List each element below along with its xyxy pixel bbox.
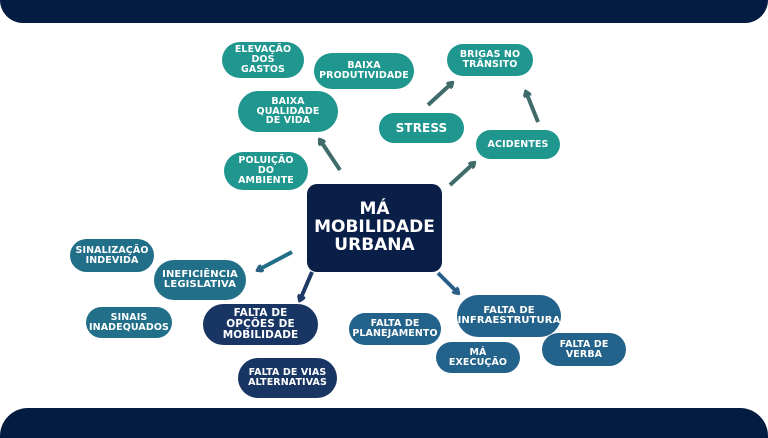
node-falta-verba: FALTA DE VERBA: [542, 333, 626, 366]
node-stress: STRESS: [379, 113, 464, 143]
node-ma-execucao: MÁ EXECUÇÃO: [436, 342, 520, 373]
node-falta-vias-alternativas: FALTA DE VIAS ALTERNATIVAS: [238, 358, 337, 398]
node-ineficiencia-legislativa: INEFICIÊNCIA LEGISLATIVA: [154, 260, 246, 300]
node-baixa-produtividade: BAIXA PRODUTIVIDADE: [314, 53, 414, 89]
node-falta-infraestrutura: FALTA DE INFRAESTRUTURA: [457, 295, 561, 337]
node-sinais-inadequados: SINAIS INADEQUADOS: [86, 307, 172, 338]
arrow-to-infraestrutura: [436, 271, 458, 293]
node-sinalizacao-indevida: SINALIZAÇÃO INDEVIDA: [70, 239, 154, 272]
arrow-to-falta-opcoes: [300, 271, 314, 300]
node-acidentes: ACIDENTES: [476, 130, 560, 159]
node-falta-opcoes-mobilidade: FALTA DE OPÇÕES DE MOBILIDADE: [203, 304, 318, 345]
node-brigas-transito: BRIGAS NO TRÂNSITO: [447, 44, 533, 76]
arrow-to-acidentes: [448, 163, 474, 187]
arrow-to-brigas: [426, 83, 452, 107]
header-bar: [0, 0, 768, 23]
central-topic: MÁ MOBILIDADE URBANA: [307, 184, 442, 272]
footer-bar: [0, 408, 768, 438]
node-falta-planejamento: FALTA DE PLANEJAMENTO: [349, 313, 441, 345]
arrow-to-baixa-qualidade: [320, 140, 342, 172]
node-elevacao-gastos: ELEVAÇÃO DOS GASTOS: [222, 42, 304, 78]
arrow-acidentes-to-brigas: [526, 92, 540, 123]
node-baixa-qualidade-vida: BAIXA QUALIDADE DE VIDA: [238, 91, 338, 132]
node-poluicao-ambiente: POLUIÇÃO DO AMBIENTE: [224, 152, 308, 190]
arrow-to-ineficiencia: [258, 250, 293, 270]
